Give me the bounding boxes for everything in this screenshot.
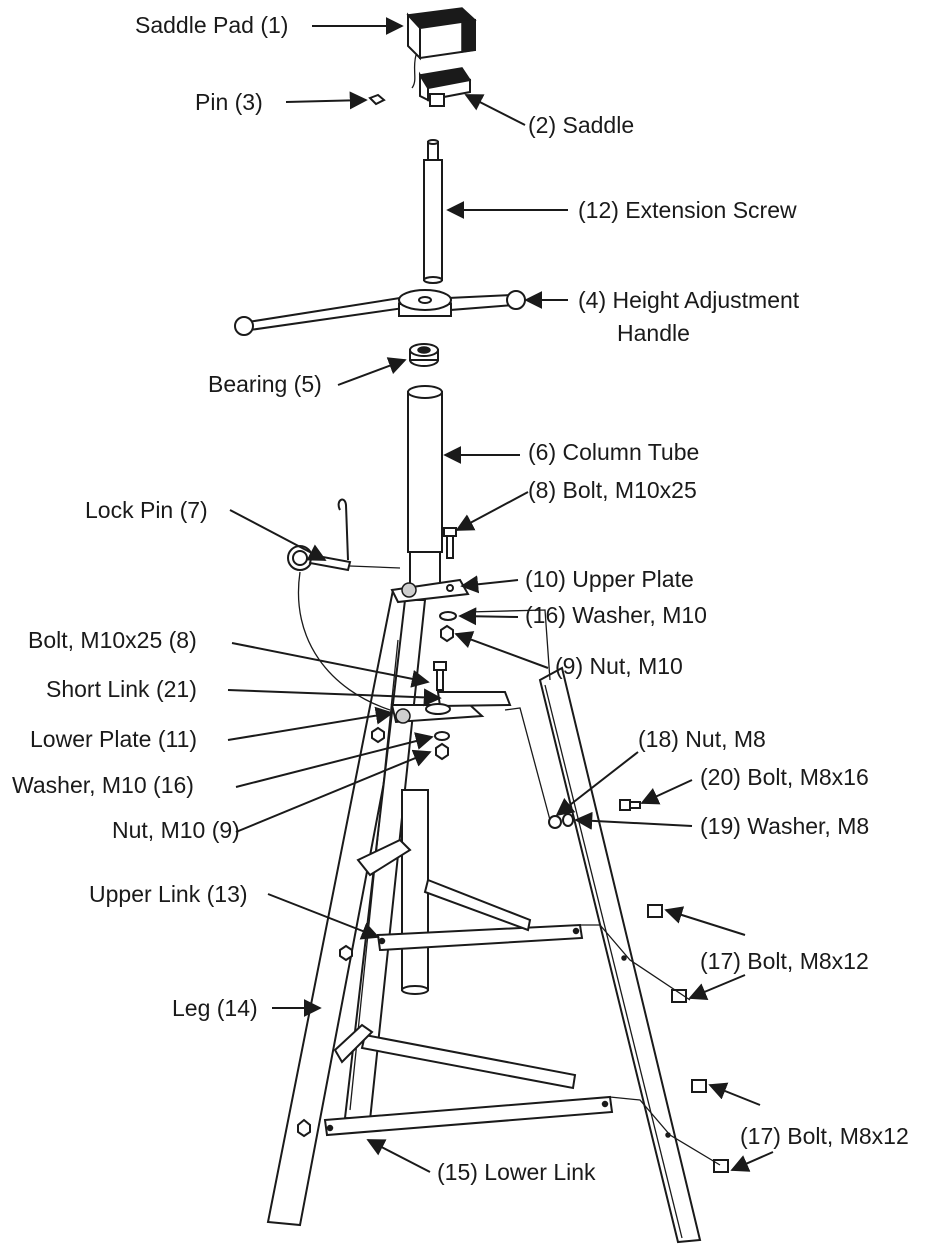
washer-upper-label: (16) Washer, M10 [525,602,707,628]
upper-plate [390,578,470,604]
pin-label: Pin (3) [195,89,263,115]
bolt-upper-label: (8) Bolt, M10x25 [528,477,697,503]
short-link-label: Short Link (21) [46,676,197,702]
bolt-m8x12-lower-label: (17) Bolt, M8x12 [740,1123,909,1149]
height-adjustment-handle-label-line2: Handle [617,320,690,346]
saddle [418,67,472,107]
leg-label: Leg (14) [172,995,258,1021]
bolts-m8x12-upper [621,904,687,1003]
bolt-m8x12-upper-label: (17) Bolt, M8x12 [700,948,869,974]
bearing [409,343,439,367]
bolt-lower-label: Bolt, M10x25 (8) [28,627,197,653]
leg-right [538,666,702,1244]
lower-link-assembly [297,1023,614,1138]
upper-link-label: Upper Link (13) [89,881,248,907]
washer-lower-label: Washer, M10 (16) [12,772,194,798]
saddle-label: (2) Saddle [528,112,634,138]
lower-link-label: (15) Lower Link [437,1159,596,1185]
bolt-m8x16-label: (20) Bolt, M8x16 [700,764,869,790]
nut-washer-m8 [548,813,574,829]
bolt-m8x16 [619,799,641,811]
pin [368,93,386,106]
bearing-label: Bearing (5) [208,371,322,397]
washer-m8-label: (19) Washer, M8 [700,813,869,839]
height-adjustment-handle [234,289,526,336]
saddle-pad-label: Saddle Pad (1) [135,12,288,38]
lower-plate-label: Lower Plate (11) [30,726,197,752]
bolt-m10x25-upper [443,527,457,559]
nut-lower-label: Nut, M10 (9) [112,817,240,843]
connector-lines [467,609,721,1166]
lower-plate-assembly [371,661,512,761]
column-upper [407,385,443,589]
lock-pin-label: Lock Pin (7) [85,497,208,523]
washer-nut-upper [439,611,457,643]
extension-screw [423,139,443,284]
nut-upper-label: (9) Nut, M10 [555,653,683,679]
extension-screw-label: (12) Extension Screw [578,197,797,223]
height-adjustment-handle-label-line1: (4) Height Adjustment [578,287,800,313]
saddle-pad [406,7,477,89]
column-tube-label: (6) Column Tube [528,439,699,465]
column-lower [401,789,429,995]
upper-link-assembly [339,838,584,962]
nut-m8-label: (18) Nut, M8 [638,726,766,752]
upper-plate-label: (10) Upper Plate [525,566,694,592]
leader-arrows [227,17,774,1173]
